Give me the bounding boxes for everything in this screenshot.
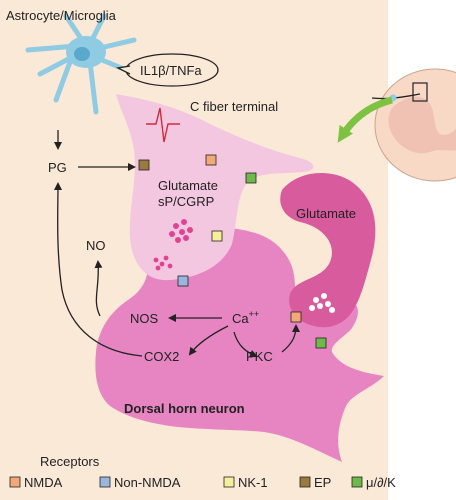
calcium-charge: ++ (249, 309, 260, 319)
legend-swatch-ep (299, 476, 311, 488)
receptor-non-nmda (177, 275, 189, 287)
action-potential-trace (146, 107, 180, 143)
legend-label-non-nmda: Non-NMDA (114, 475, 181, 490)
legend-swatch-non-nmda (99, 476, 111, 488)
pkc-label: PKC (246, 349, 273, 364)
cytokine-bubble (115, 53, 219, 87)
inset-highlight-box (412, 82, 428, 102)
receptor-ep (138, 159, 150, 171)
c-fiber-terminal (116, 94, 314, 281)
vesicle-cluster-terminal (153, 219, 193, 271)
astrocyte-microglia-cell (25, 13, 139, 115)
receptor-legend: Receptors NMDA Non-NMDA NK-1 EP μ/∂/K (9, 454, 396, 490)
legend-swatch-nmda (9, 476, 21, 488)
legend-swatch-k (351, 476, 363, 488)
cox2-label: COX2 (144, 349, 179, 364)
receptor-nmda-terminal (205, 154, 217, 166)
legend-swatch-nk-1 (223, 476, 235, 488)
pathway-arrows (53, 130, 300, 358)
legend-label-nk-1: NK-1 (238, 475, 268, 490)
nos-label: NOS (130, 311, 159, 326)
receptor-mu-terminal (245, 172, 257, 184)
receptor-nmda-neuron (290, 311, 302, 323)
legend-label-nmda: NMDA (24, 475, 63, 490)
calcium-label: Ca++ (232, 309, 259, 326)
zoom-arrow (337, 96, 393, 143)
dorsal-horn-label: Dorsal horn neuron (124, 401, 245, 416)
legend-label-k: μ/∂/K (366, 475, 396, 490)
glutamate-right-label: Glutamate (296, 206, 356, 221)
cytokine-label: IL1β/TNFa (140, 63, 202, 78)
pg-label: PG (48, 160, 67, 175)
glutamate-cell (280, 172, 376, 328)
spinal-cord-inset (371, 68, 456, 182)
vesicle-cluster-glutamate (309, 293, 335, 313)
legend-title: Receptors (40, 454, 100, 469)
c-fiber-label: C fiber terminal (190, 99, 278, 114)
astrocyte-label: Astrocyte/Microglia (6, 8, 117, 23)
receptor-nk1 (211, 230, 223, 242)
no-label: NO (86, 238, 106, 253)
legend-label-ep: EP (314, 475, 331, 490)
receptor-mu-neuron (315, 337, 327, 349)
terminal-label-line1: Glutamate (158, 178, 218, 193)
terminal-label-line2: sP/CGRP (158, 194, 214, 209)
